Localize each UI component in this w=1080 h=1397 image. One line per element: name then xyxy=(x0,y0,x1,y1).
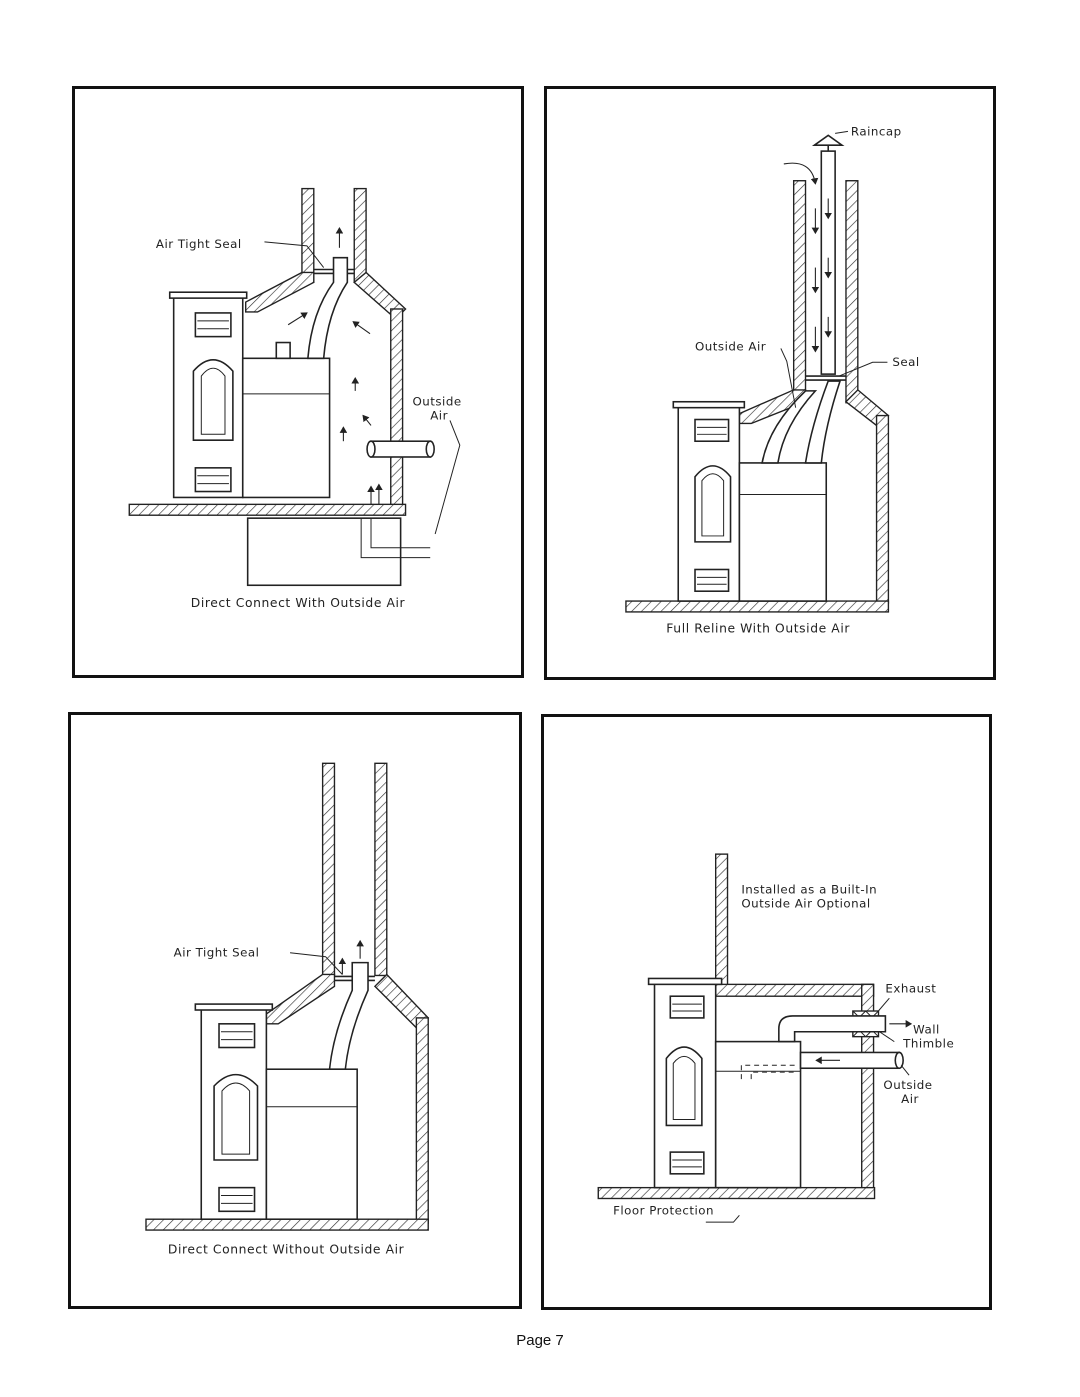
label-air: Air xyxy=(430,408,448,422)
caption-full-reline-with-outside-air: Full Reline With Outside Air xyxy=(666,622,850,636)
diagram-full-reline-with-outside-air: Raincap Outside Air Seal Full Reline Wit… xyxy=(625,124,919,636)
label-raincap: Raincap xyxy=(851,124,902,138)
label-thimble: Thimble xyxy=(902,1037,954,1051)
label-outside: Outside xyxy=(412,395,461,409)
diagram-direct-connect-with-outside-air: Air Tight Seal Outside Air Direct Connec… xyxy=(128,187,461,610)
label-outside-air: Outside Air xyxy=(695,339,766,353)
panel-direct-connect-with-outside-air: Air Tight Seal Outside Air Direct Connec… xyxy=(72,86,524,678)
caption-direct-connect-without-outside-air: Direct Connect Without Outside Air xyxy=(168,1243,405,1257)
page-number: Page 7 xyxy=(516,1332,564,1349)
panel-full-reline-with-outside-air: Raincap Outside Air Seal Full Reline Wit… xyxy=(544,86,996,680)
label-outside-air-optional: Outside Air Optional xyxy=(741,896,870,910)
label-air-tight-seal: Air Tight Seal xyxy=(156,237,242,251)
label-installed-built-in: Installed as a Built-In xyxy=(741,883,877,897)
label-floor-protection: Floor Protection xyxy=(613,1203,714,1217)
label-wall: Wall xyxy=(913,1023,940,1037)
label-exhaust: Exhaust xyxy=(885,981,936,995)
diagram-built-in-installation: Installed as a Built-In Outside Air Opti… xyxy=(597,853,954,1223)
label-air-tight-seal: Air Tight Seal xyxy=(174,946,260,960)
panel-built-in-installation: Installed as a Built-In Outside Air Opti… xyxy=(541,714,992,1310)
label-outside: Outside xyxy=(883,1078,932,1092)
panel-direct-connect-without-outside-air: Air Tight Seal Direct Connect Without Ou… xyxy=(68,712,522,1309)
diagram-direct-connect-without-outside-air: Air Tight Seal Direct Connect Without Ou… xyxy=(145,762,430,1257)
label-seal: Seal xyxy=(892,355,919,369)
caption-direct-connect-with-outside-air: Direct Connect With Outside Air xyxy=(191,596,406,610)
label-air: Air xyxy=(901,1092,919,1106)
